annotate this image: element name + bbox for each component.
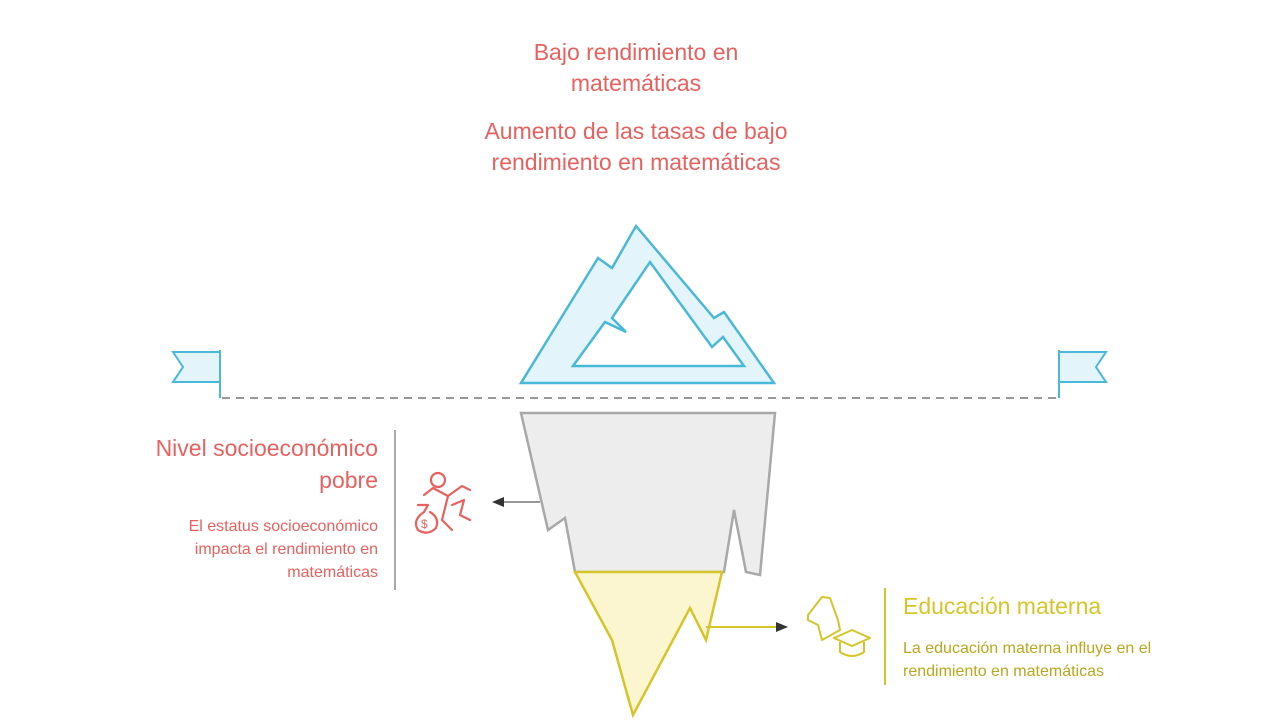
right-arrow	[706, 622, 788, 632]
left-arrow	[492, 497, 540, 507]
left-flag-icon	[171, 350, 221, 398]
iceberg-bottom	[572, 570, 724, 719]
right-desc: La educación materna influye en el rendi…	[903, 640, 1152, 680]
mother-graduation-icon	[807, 596, 871, 657]
iceberg-middle	[519, 411, 777, 577]
left-desc: El estatus socioeconómico impacta el ren…	[188, 518, 378, 581]
money-runner-icon: $	[414, 471, 472, 534]
left-title: Nivel socioeconómico pobre	[155, 435, 378, 493]
right-title: Educación materna	[903, 593, 1102, 619]
iceberg-tip	[518, 223, 777, 385]
right-flag-icon	[1058, 350, 1108, 398]
top-title-1: Bajo rendimiento en matemáticas	[533, 39, 739, 96]
top-title-2: Aumento de las tasas de bajo rendimiento…	[484, 118, 788, 175]
svg-text:$: $	[421, 517, 428, 531]
